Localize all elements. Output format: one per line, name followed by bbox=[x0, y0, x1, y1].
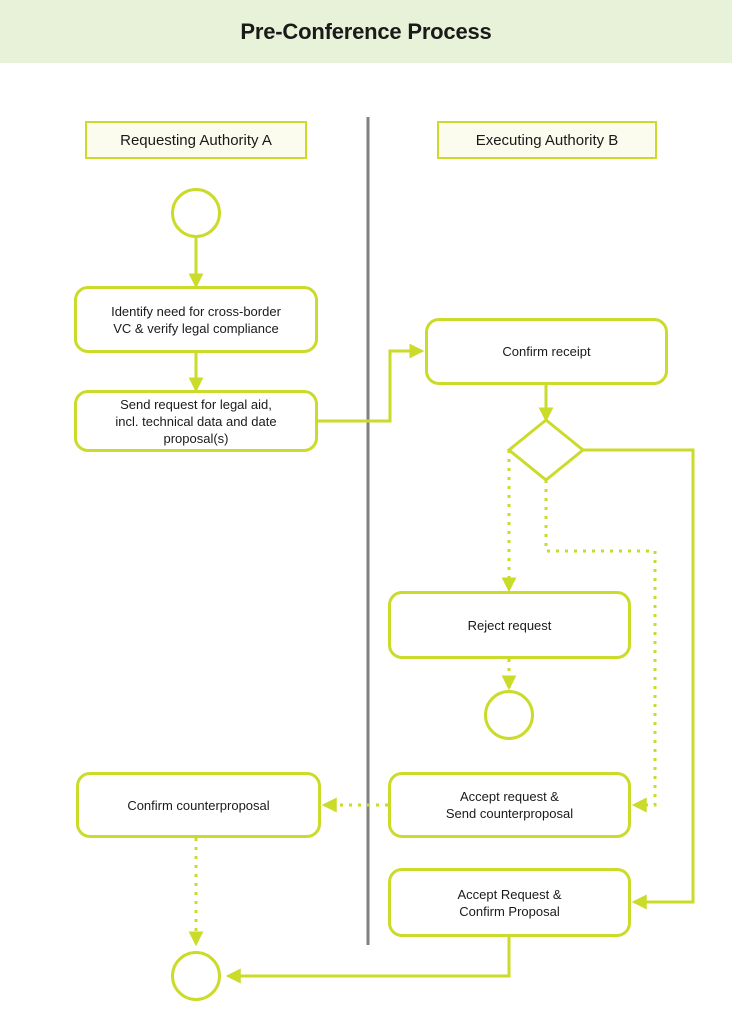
page-title: Pre-Conference Process bbox=[240, 19, 492, 44]
task-accept-request-send-counterproposal[interactable]: Accept request & Send counterproposal bbox=[388, 772, 631, 838]
end-event-final[interactable] bbox=[171, 951, 221, 1001]
flow-sendrequest-confirmreceipt bbox=[318, 343, 425, 423]
decision-gateway[interactable] bbox=[506, 418, 586, 482]
task-reject-request[interactable]: Reject request bbox=[388, 591, 631, 659]
lane-label: Executing Authority B bbox=[475, 131, 619, 149]
task-send-request[interactable]: Send request for legal aid, incl. techni… bbox=[74, 390, 318, 452]
lane-header-executing-authority-b[interactable]: Executing Authority B bbox=[437, 121, 657, 159]
task-confirm-receipt[interactable]: Confirm receipt bbox=[425, 318, 668, 385]
start-event[interactable] bbox=[171, 188, 221, 238]
task-accept-request-confirm-proposal[interactable]: Accept Request & Confirm Proposal bbox=[388, 868, 631, 937]
header-band bbox=[0, 0, 732, 63]
lane-header-requesting-authority-a[interactable]: Requesting Authority A bbox=[85, 121, 307, 159]
task-confirm-counterproposal[interactable]: Confirm counterproposal bbox=[76, 772, 321, 838]
flow-acceptconfirm-end bbox=[225, 937, 511, 984]
lane-label: Requesting Authority A bbox=[120, 131, 272, 149]
task-identify-need[interactable]: Identify need for cross-border VC & veri… bbox=[74, 286, 318, 353]
end-event-reject[interactable] bbox=[484, 690, 534, 740]
